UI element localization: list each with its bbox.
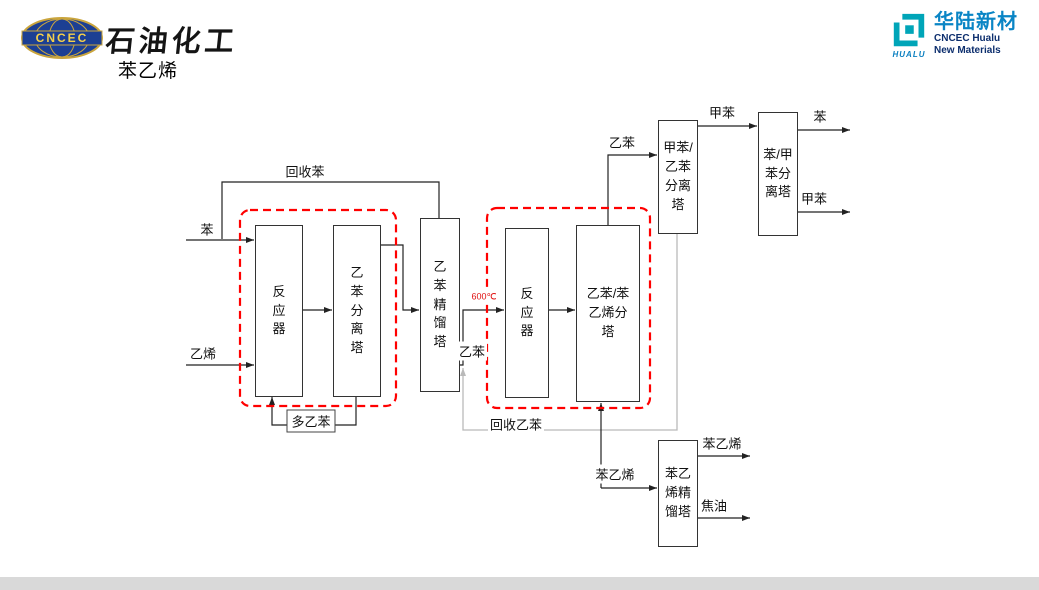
- toluene-eb-separation-tower-box: 甲苯/乙苯分离塔: [658, 120, 698, 234]
- splitter-overhead-line: [607, 152, 657, 225]
- styrene-distillation-tower-box: 苯乙烯精馏塔: [658, 440, 698, 547]
- eb-distillation-tower-label: 乙苯精馏塔: [433, 258, 447, 350]
- label-recycle-eb: 回收乙苯: [487, 414, 545, 434]
- reactor-1-box: 反应器: [255, 225, 303, 397]
- slide-footer-band: [0, 577, 1039, 590]
- styrene-distillation-tower-label: 苯乙烯精馏塔: [664, 466, 691, 519]
- page-title: 苯乙烯: [118, 61, 179, 82]
- label-eb-mid: 乙苯: [456, 341, 488, 361]
- cncec-logo: CNCEC: [21, 17, 103, 59]
- highlight-dehydrogenation-section: [485, 206, 652, 410]
- benzene-toluene-separation-tower-label: 苯/甲苯分离塔: [763, 146, 793, 200]
- label-benzene-out: 苯: [811, 106, 829, 126]
- reactor-2-label: 反应器: [520, 285, 534, 339]
- label-toluene-mid: 甲苯: [706, 102, 738, 122]
- hualu-name-cn: 华陆新材: [934, 11, 1018, 33]
- recycle-eb-line: [460, 232, 678, 431]
- eb-to-reactor2-line: [458, 307, 504, 366]
- label-poly-eb: 多乙苯: [286, 409, 336, 433]
- hualu-small-text: HUALU: [892, 50, 926, 59]
- label-styrene-out: 苯乙烯: [700, 433, 744, 453]
- eb-distillation-tower-box: 乙苯精馏塔: [420, 218, 460, 392]
- eb-separation-tower-box: 乙苯分离塔: [333, 225, 381, 397]
- benzene-toluene-separation-tower-box: 苯/甲苯分离塔: [758, 112, 798, 236]
- label-eb-top: 乙苯: [606, 132, 638, 152]
- hualu-icon: [893, 13, 925, 47]
- ebsep-to-ebdist-line: [379, 244, 419, 313]
- cncec-logo-text: CNCEC: [36, 31, 89, 45]
- label-styrene-mid: 苯乙烯: [593, 464, 637, 484]
- reactor-1-label: 反应器: [272, 283, 286, 337]
- highlight-alkylation-section: [238, 208, 398, 408]
- reactor-2-box: 反应器: [505, 228, 549, 398]
- toluene-eb-separation-tower-label: 甲苯/乙苯分离塔: [663, 140, 693, 212]
- eb-styrene-splitter-label: 乙苯/苯乙烯分塔: [586, 286, 630, 339]
- hualu-name-en1: CNCEC Hualu: [934, 33, 1001, 44]
- hualu-name-en2: New Materials: [934, 45, 1001, 56]
- label-ethylene-feed: 乙烯: [187, 343, 219, 363]
- eb-styrene-splitter-box: 乙苯/苯乙烯分塔: [576, 225, 640, 402]
- label-recycle-benzene: 回收苯: [283, 161, 327, 181]
- hualu-logo-block: HUALU 华陆新材 CNCEC Hualu New Materials: [890, 11, 1018, 60]
- label-toluene-out: 甲苯: [798, 188, 830, 208]
- label-temperature: 600℃: [470, 291, 498, 303]
- label-benzene-feed: 苯: [198, 219, 216, 239]
- eb-separation-tower-label: 乙苯分离塔: [350, 264, 364, 356]
- recycle-benzene-line: [221, 181, 440, 239]
- label-tar-out: 焦油: [698, 495, 730, 515]
